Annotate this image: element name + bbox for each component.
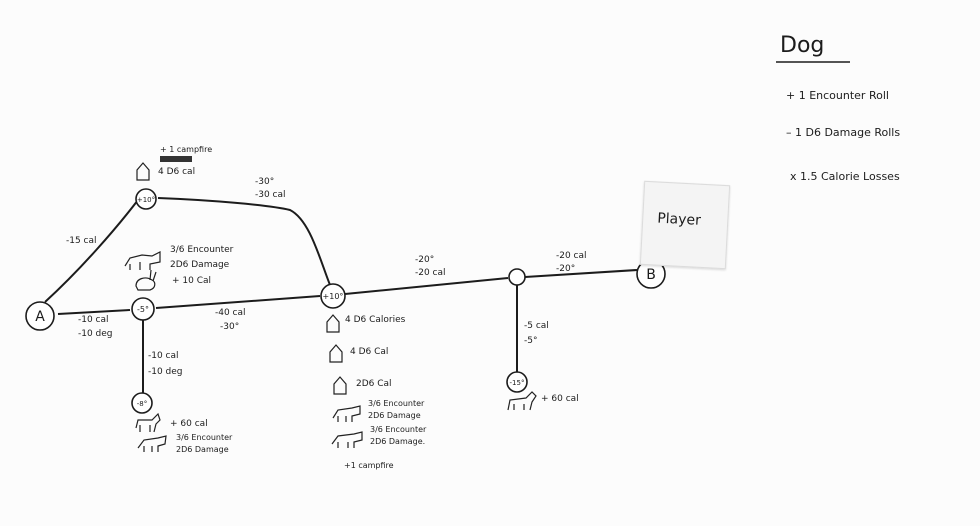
svg-text:+ 60 cal: + 60 cal — [170, 419, 208, 429]
rabbit-icon — [135, 269, 157, 291]
label-east-stop-1: -5 cal — [524, 321, 549, 331]
legend-row-1: + 1 Encounter Roll — [786, 89, 889, 102]
svg-text:+ 1 campfire: + 1 campfire — [160, 145, 212, 154]
node-camp-top[interactable]: +10° — [135, 188, 157, 210]
label-camp-center-2: -30 cal — [255, 190, 286, 200]
wolf-icon — [331, 431, 363, 448]
svg-text:B: B — [646, 267, 656, 283]
node-south-stop[interactable]: -8° — [131, 392, 153, 414]
edge-east-to-b — [524, 269, 638, 278]
svg-text:2D6 Damage: 2D6 Damage — [368, 411, 421, 420]
svg-text:+10°: +10° — [137, 196, 155, 204]
svg-text:4 D6 Cal: 4 D6 Cal — [350, 347, 388, 357]
house-icon — [333, 376, 347, 395]
edge-camp-to-center — [157, 197, 331, 286]
label-west-center-2: -30° — [220, 322, 239, 332]
edge-a-to-west — [57, 309, 131, 315]
svg-text:3/6 Encounter: 3/6 Encounter — [368, 399, 425, 408]
horse-icon — [507, 391, 537, 411]
edge-west-to-center — [155, 295, 321, 309]
svg-text:+1 campfire: +1 campfire — [344, 461, 394, 470]
label-a-to-camp: -15 cal — [66, 236, 97, 246]
label-west-south-1: -10 cal — [148, 351, 179, 361]
label-west-center-1: -40 cal — [215, 308, 246, 318]
label-a-west-2: -10 deg — [78, 329, 113, 339]
house-icon — [329, 344, 343, 363]
svg-text:3/6 Encounter: 3/6 Encounter — [370, 425, 427, 434]
scribble-mark — [160, 156, 192, 162]
south-events: + 60 cal 3/6 Encounter 2D6 Damage — [135, 412, 233, 454]
player-sticky-note[interactable]: Player — [639, 180, 731, 270]
svg-text:2D6 Cal: 2D6 Cal — [356, 379, 392, 389]
svg-text:-5°: -5° — [137, 305, 149, 314]
east-events: + 60 cal — [507, 391, 579, 411]
label-center-east-1: -20° — [415, 255, 434, 265]
wolf-icon — [332, 405, 361, 422]
node-center[interactable]: +10° — [320, 283, 346, 309]
svg-text:+ 10 Cal: + 10 Cal — [172, 276, 211, 286]
svg-text:3/6 Encounter: 3/6 Encounter — [176, 433, 233, 442]
house-icon — [136, 162, 150, 181]
svg-text:+ 60 cal: + 60 cal — [541, 394, 579, 404]
svg-text:3/6 Encounter: 3/6 Encounter — [170, 245, 234, 255]
edge-a-to-camp — [44, 199, 139, 303]
svg-text:-15°: -15° — [510, 379, 525, 387]
label-a-west-1: -10 cal — [78, 315, 109, 325]
node-a[interactable]: A — [25, 301, 55, 331]
edge-center-to-east — [344, 277, 509, 295]
svg-text:2D6 Damage.: 2D6 Damage. — [370, 437, 425, 446]
center-events: 4 D6 Calories 4 D6 Cal 2D6 Cal 3/6 Encou… — [326, 314, 427, 470]
west-events: 3/6 Encounter 2D6 Damage + 10 Cal — [124, 245, 234, 291]
legend-row-3: x 1.5 Calorie Losses — [790, 170, 900, 183]
svg-text:4 D6 cal: 4 D6 cal — [158, 167, 195, 177]
label-west-south-2: -10 deg — [148, 367, 183, 377]
wolf-icon — [137, 435, 167, 452]
house-icon — [326, 314, 340, 333]
label-center-east-2: -20 cal — [415, 268, 446, 278]
svg-text:A: A — [35, 309, 45, 325]
node-west-junction[interactable]: -5° — [131, 297, 155, 321]
svg-text:+10°: +10° — [323, 292, 344, 301]
svg-text:2D6 Damage: 2D6 Damage — [170, 260, 230, 270]
node-b[interactable]: B — [636, 259, 666, 289]
dog-legend: Dog + 1 Encounter Roll – 1 D6 Damage Rol… — [776, 33, 900, 183]
svg-text:-8°: -8° — [137, 400, 147, 408]
camp-top-events: + 1 campfire 4 D6 cal — [136, 145, 212, 181]
label-east-b-2: -20° — [556, 264, 575, 274]
legend-title: Dog — [780, 33, 824, 58]
svg-text:2D6 Damage: 2D6 Damage — [176, 445, 229, 454]
label-east-stop-2: -5° — [524, 336, 537, 346]
legend-row-2: – 1 D6 Damage Rolls — [786, 126, 900, 139]
node-east-junction[interactable] — [508, 268, 526, 286]
label-camp-center-1: -30° — [255, 177, 274, 187]
svg-text:4 D6 Calories: 4 D6 Calories — [345, 315, 406, 325]
player-label: Player — [656, 210, 702, 229]
node-east-stop[interactable]: -15° — [506, 371, 528, 393]
deer-icon — [135, 412, 161, 433]
label-east-b-1: -20 cal — [556, 251, 587, 261]
wolf-icon — [124, 251, 161, 270]
